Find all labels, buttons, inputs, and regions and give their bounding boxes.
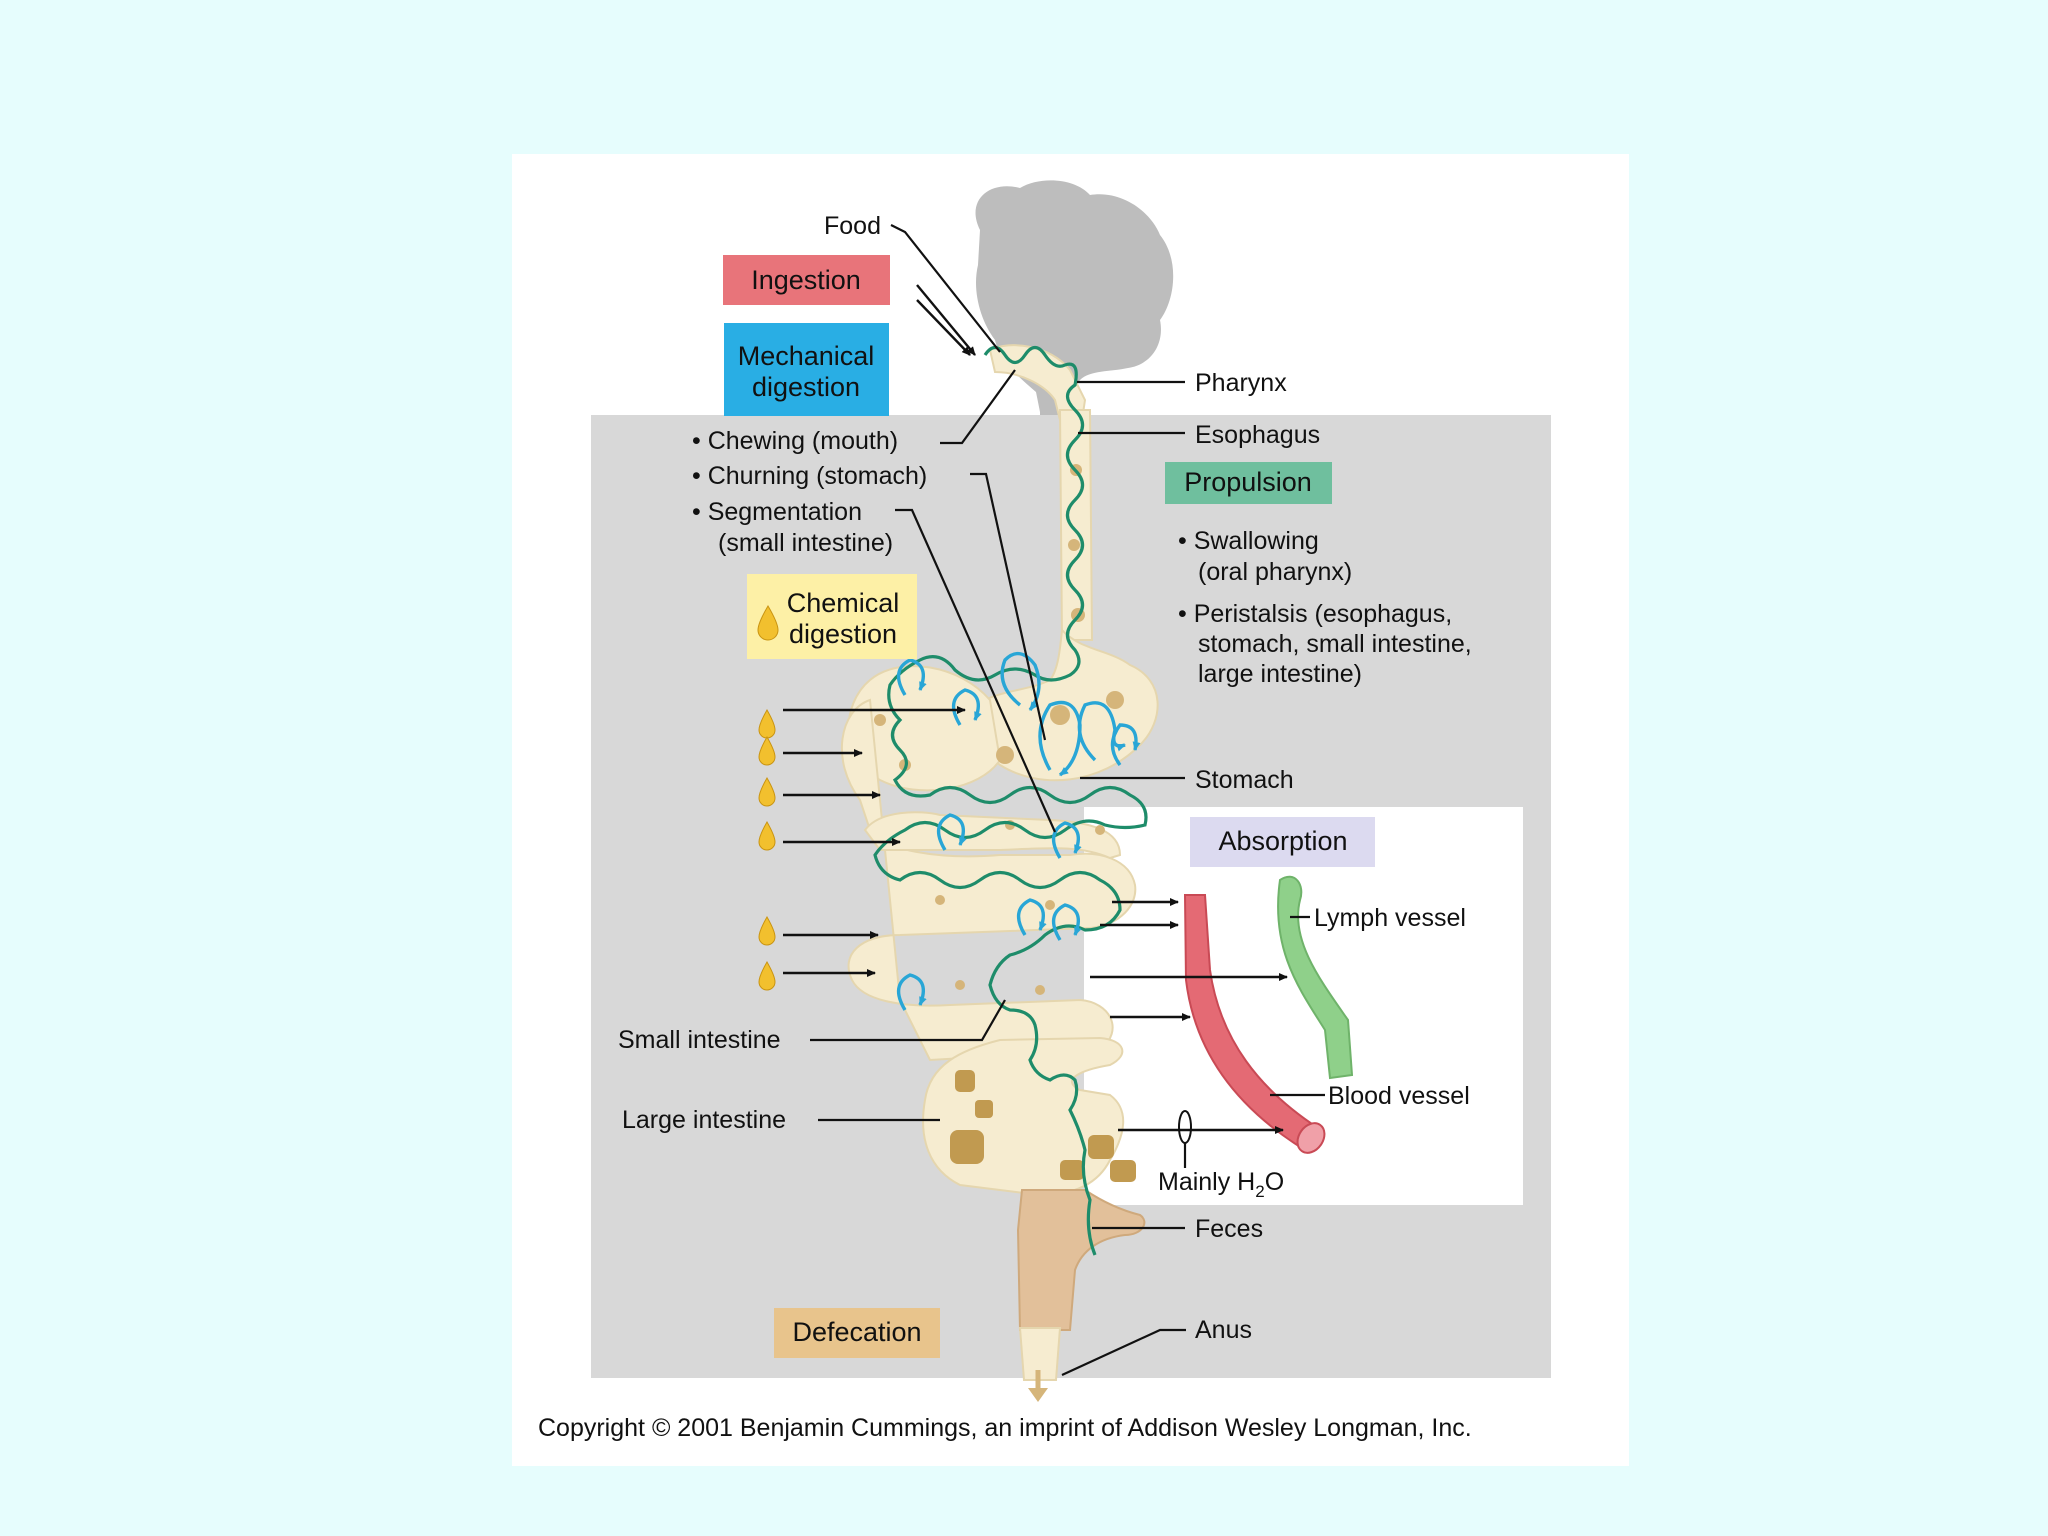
ingestion-arrows (916, 284, 976, 356)
peristalsis-item-detail-2: large intestine) (1198, 660, 1362, 688)
propulsion-box (1165, 462, 1332, 504)
small-intestine-label: Small intestine (618, 1026, 781, 1054)
food-path (873, 345, 1148, 1256)
copyright-line: Copyright © 2001 Benjamin Cummings, an i… (538, 1414, 1472, 1442)
feces-lumps (950, 1070, 1136, 1182)
stomach-label: Stomach (1195, 766, 1294, 794)
mechanical-digestion-label-2: digestion (752, 372, 860, 402)
mainly-h2o-label: Mainly H2O (1158, 1168, 1284, 1201)
propulsion-label: Propulsion (1184, 467, 1312, 497)
food-label: Food (824, 212, 881, 240)
peristalsis-item-detail-1: stomach, small intestine, (1198, 630, 1472, 658)
mechanical-digestion-label-1: Mechanical (738, 341, 875, 371)
anus-label: Anus (1195, 1316, 1252, 1344)
blood-vessel-end (1296, 1122, 1326, 1154)
peristalsis-item: • Peristalsis (esophagus, (1178, 600, 1452, 628)
drop-icon (757, 605, 779, 641)
swallowing-item: • Swallowing (1178, 527, 1319, 555)
ingestion-label: Ingestion (751, 265, 861, 295)
chewing-item: • Chewing (mouth) (692, 427, 898, 455)
exit-arrow-head (1028, 1388, 1048, 1402)
defecation-label: Defecation (792, 1317, 921, 1347)
lymph-vessel-label: Lymph vessel (1314, 904, 1466, 932)
chemical-digestion-box (747, 574, 917, 659)
enzyme-arrows (783, 706, 966, 977)
enzyme-drops (758, 708, 776, 991)
absorption-box (1190, 817, 1375, 867)
feces-label: Feces (1195, 1215, 1263, 1243)
chemical-digestion-label-2: digestion (789, 619, 897, 649)
ingestion-box (723, 255, 890, 305)
large-intestine-label: Large intestine (622, 1106, 786, 1134)
absorption-label: Absorption (1218, 826, 1347, 856)
lymph-vessel-shape (1277, 875, 1354, 1080)
enzyme-drop (758, 735, 776, 766)
esophagus-label: Esophagus (1195, 421, 1320, 449)
chemical-digestion-label-1: Chemical (787, 588, 900, 618)
defecation-box (774, 1308, 940, 1358)
enzyme-drop (758, 820, 776, 851)
leader-lines (810, 224, 1325, 1376)
pharynx-label: Pharynx (1195, 369, 1287, 397)
mechanical-digestion-box (724, 323, 889, 416)
enzyme-drop (758, 776, 776, 807)
absorption-arrows (1090, 898, 1288, 1168)
blood-vessel-label: Blood vessel (1328, 1082, 1470, 1110)
churning-item: • Churning (stomach) (692, 462, 927, 490)
churning-mixing-arrows (896, 651, 1141, 1011)
enzyme-drop (758, 960, 776, 991)
enzyme-drop (758, 915, 776, 946)
swallowing-item-detail: (oral pharynx) (1198, 558, 1352, 586)
segmentation-item: • Segmentation (692, 498, 862, 526)
segmentation-item-detail: (small intestine) (718, 529, 893, 557)
